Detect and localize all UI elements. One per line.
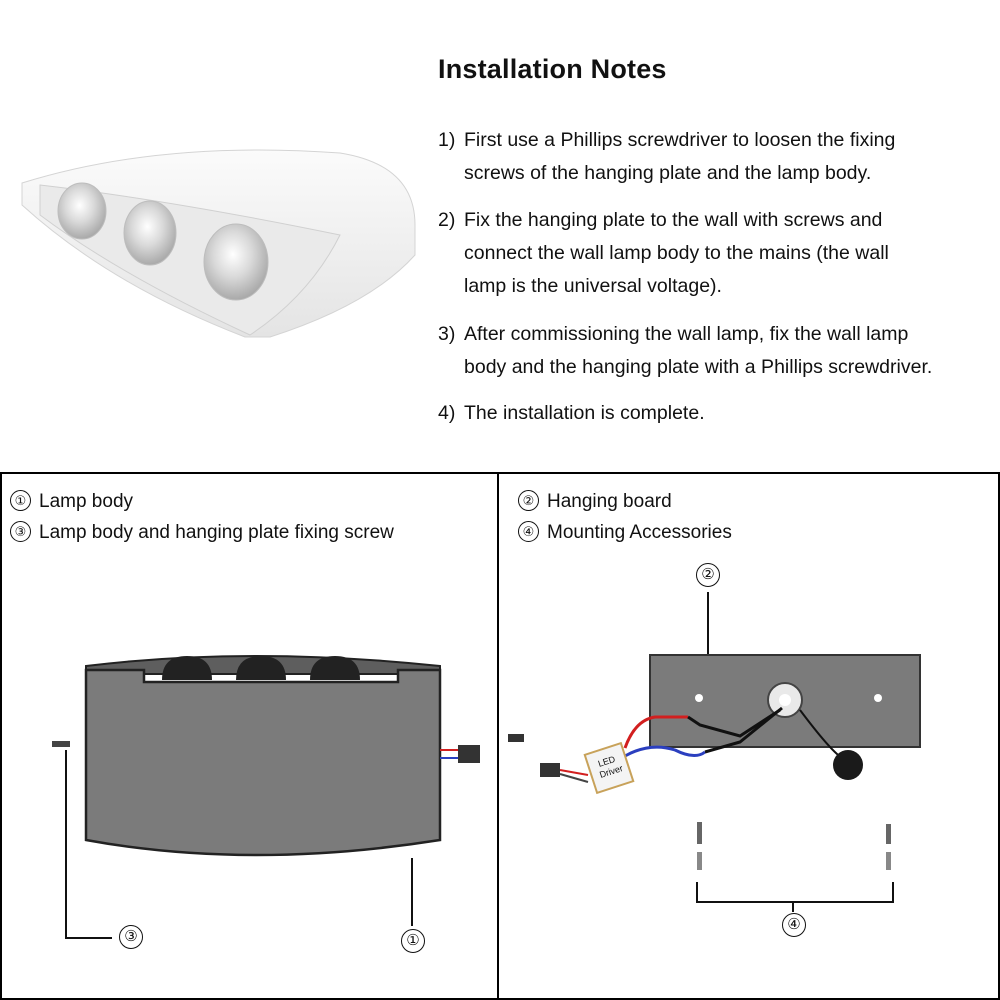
hanging-board-diagram: LED Driver (508, 592, 921, 912)
note-step-2: 2)Fix the hanging plate to the wall with… (438, 209, 889, 297)
lamp-product-image (21, 149, 416, 338)
note-step-3: 3)After commissioning the wall lamp, fix… (438, 323, 933, 378)
section-divider (0, 472, 1000, 474)
lamp-body-diagram (52, 655, 480, 939)
note-step-4: 4)The installation is complete. (438, 402, 705, 424)
frame-bottom (0, 998, 1000, 1000)
frame-right (998, 472, 1000, 1000)
callout-fixing-screw: ③ (119, 925, 143, 949)
frame-left (0, 472, 2, 1000)
note-step-1: 1)First use a Phillips screwdriver to lo… (438, 129, 896, 184)
notes-title: Installation Notes (438, 54, 667, 84)
callout-hanging-board: ② (696, 563, 720, 587)
callout-lamp-body: ① (401, 929, 425, 953)
callout-mounting-accessories: ④ (782, 913, 806, 937)
panel-divider (497, 472, 499, 1000)
